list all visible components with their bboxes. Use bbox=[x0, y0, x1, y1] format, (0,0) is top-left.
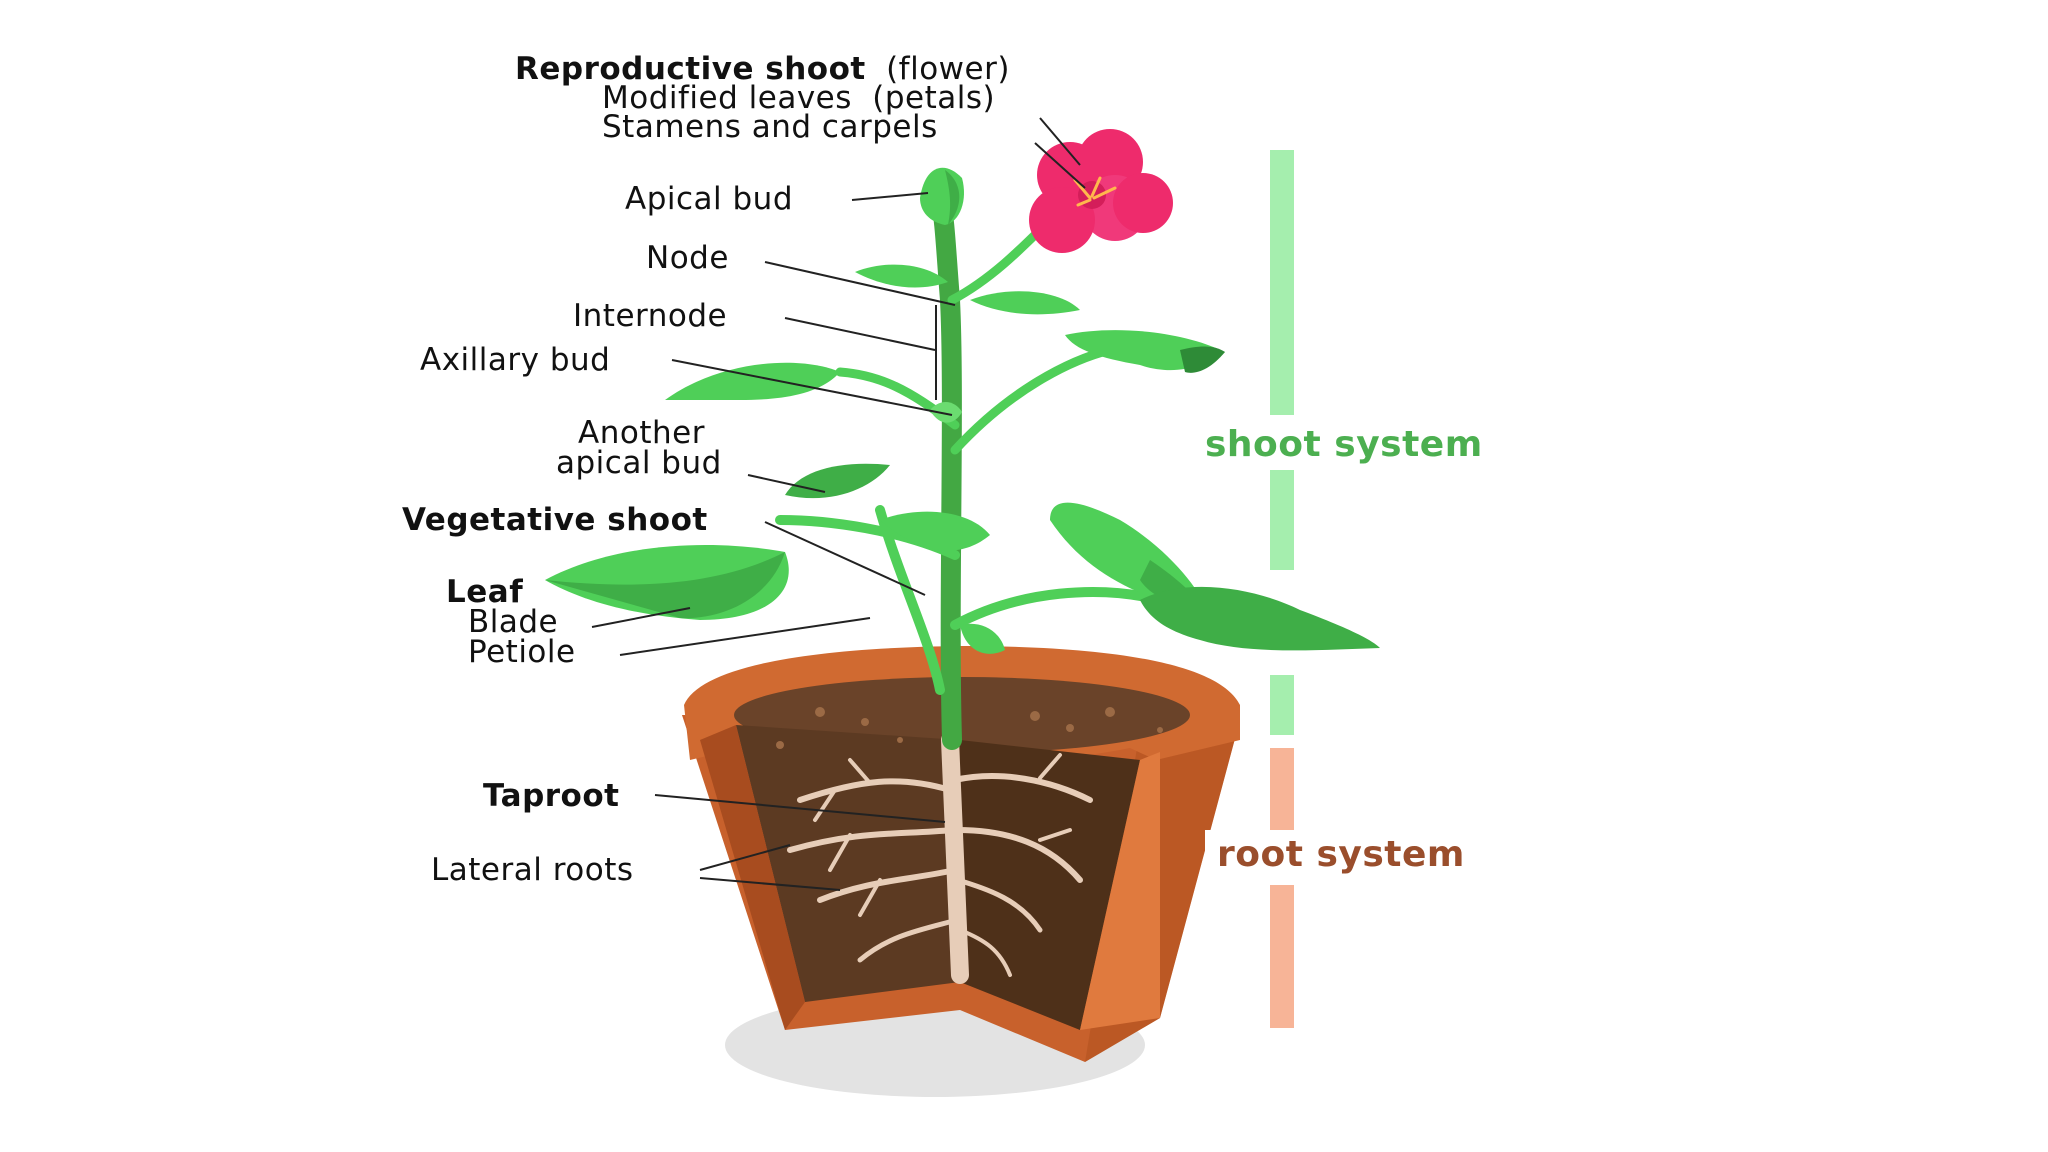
leader-modified-leaves bbox=[1039, 117, 1081, 166]
lateral-root bbox=[857, 917, 960, 963]
label-leaf: Leaf bbox=[446, 574, 523, 610]
main-stem bbox=[930, 185, 962, 750]
leader-apical-bud bbox=[851, 192, 929, 201]
leaf-center-right bbox=[960, 623, 1005, 654]
label-another-apical-bud-1: Another bbox=[578, 415, 705, 451]
lateral-root bbox=[952, 773, 1093, 803]
modified-leaves-paren: (petals) bbox=[872, 80, 995, 116]
apical-bud-shade bbox=[945, 170, 960, 225]
lateral-root bbox=[1038, 828, 1072, 842]
system-bars bbox=[1205, 150, 1535, 1028]
shoot-system-label: shoot system bbox=[1205, 424, 1483, 465]
leaf-left-shade bbox=[545, 552, 785, 619]
flower bbox=[1029, 129, 1173, 253]
lateral-root bbox=[954, 827, 1083, 883]
root-system-label: root system bbox=[1217, 834, 1465, 875]
leaves bbox=[545, 167, 1380, 654]
label-blade: Blade bbox=[468, 604, 558, 640]
leader-taproot bbox=[654, 794, 946, 823]
leader-axillary-bud bbox=[671, 359, 953, 416]
petiole-right-lower bbox=[950, 587, 1165, 630]
stamens bbox=[1073, 176, 1117, 207]
leader-blade bbox=[591, 607, 691, 628]
leader-another-apical-bud bbox=[747, 474, 826, 493]
shoot-system-bar-lower bbox=[1270, 675, 1294, 735]
leader-lines bbox=[591, 117, 1086, 891]
root-system-bar bbox=[1270, 748, 1294, 1028]
lateral-root bbox=[828, 833, 852, 872]
flower-pot bbox=[682, 646, 1240, 1062]
label-another-apical-bud-2: apical bud bbox=[556, 445, 722, 481]
lateral-root bbox=[787, 827, 955, 853]
lateral-root bbox=[813, 788, 837, 822]
soil-speckles bbox=[776, 707, 1163, 749]
root-label-bg bbox=[1205, 830, 1515, 885]
lateral-root bbox=[848, 758, 872, 785]
leaf-right-upper-shade bbox=[1180, 346, 1225, 373]
leaf-top-left bbox=[855, 264, 948, 288]
lateral-root bbox=[958, 928, 1012, 977]
taproot-shape bbox=[941, 731, 969, 984]
petiole-right bbox=[950, 345, 1115, 455]
label-node: Node bbox=[646, 240, 729, 276]
leaf-center bbox=[880, 511, 990, 551]
petal bbox=[1113, 173, 1173, 233]
label-modified-leaves: Modified leaves (petals) bbox=[602, 80, 995, 116]
leaf-another-apical bbox=[785, 463, 890, 499]
label-reproductive-shoot: Reproductive shoot (flower) bbox=[515, 51, 1010, 87]
leader-stamens bbox=[1034, 142, 1086, 189]
root-system-drawing bbox=[787, 731, 1093, 984]
leaf-left-upper bbox=[665, 362, 840, 400]
label-apical-bud: Apical bud bbox=[625, 181, 793, 217]
reproductive-shoot-paren: (flower) bbox=[886, 51, 1010, 87]
leader-vegetative-shoot bbox=[764, 521, 926, 596]
leader-internode bbox=[784, 317, 936, 351]
label-axillary-bud: Axillary bud bbox=[420, 342, 610, 378]
leaf-top-right bbox=[970, 291, 1080, 315]
leader-lateral-roots-2 bbox=[699, 877, 841, 891]
label-petiole: Petiole bbox=[468, 634, 576, 670]
leader-lateral-roots-1 bbox=[699, 844, 791, 871]
lateral-root bbox=[955, 877, 1043, 933]
label-vegetative-shoot: Vegetative shoot bbox=[402, 502, 708, 538]
vegetative-shoot-stem bbox=[875, 505, 945, 695]
axillary-bud-shape bbox=[930, 401, 962, 423]
label-stamens-carpels: Stamens and carpels bbox=[602, 109, 938, 145]
lateral-root bbox=[797, 778, 953, 803]
lateral-root bbox=[1038, 753, 1062, 780]
leaf-right-lower bbox=[1140, 586, 1380, 651]
soil-cutaway-right bbox=[960, 740, 1140, 1030]
reproductive-shoot-text: Reproductive shoot bbox=[515, 51, 866, 87]
lateral-root bbox=[817, 867, 958, 903]
modified-leaves-text: Modified leaves bbox=[602, 80, 852, 116]
label-internode: Internode bbox=[573, 298, 727, 334]
shoot-system-bar bbox=[1270, 150, 1294, 570]
leader-petiole bbox=[619, 617, 871, 656]
shoot-label-bg bbox=[1205, 415, 1535, 470]
leader-node bbox=[764, 261, 956, 306]
label-lateral-roots: Lateral roots bbox=[431, 852, 634, 888]
label-taproot: Taproot bbox=[483, 778, 619, 814]
lateral-root bbox=[858, 878, 882, 917]
pot-cut-edge-right bbox=[1080, 752, 1160, 1030]
